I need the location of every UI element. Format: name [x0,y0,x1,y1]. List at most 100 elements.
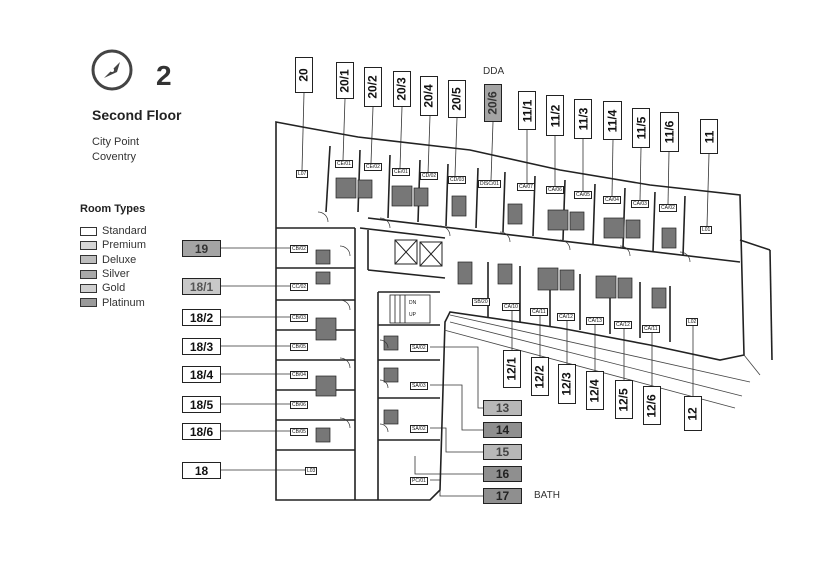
room-tag: 18/2 [182,309,221,326]
legend-item-deluxe: Deluxe [80,253,147,267]
legend-label: Standard [102,225,147,238]
legend-label: Deluxe [102,253,137,266]
unit-label: CB/04 [290,371,308,379]
unit-label: CA/04 [603,196,621,204]
legend-item-premium: Premium [80,238,147,252]
room-tag: 11/2 [546,95,564,136]
room-tag: 20/1 [336,62,354,99]
stairs [389,294,431,324]
bathroom-pods [315,177,677,443]
unit-label: L02 [686,318,699,326]
floor-name: Second Floor [92,107,182,123]
room-tag: 12/3 [558,364,576,404]
unit-label: CC/02 [290,283,309,291]
room-tag: 18/1 [182,278,221,295]
room-tag: 20/2 [364,67,382,107]
address-line2: Coventry [92,151,137,163]
unit-label: CA/06 [546,186,564,194]
room-tag: 20 [295,57,313,93]
unit-label: L07 [296,170,309,178]
legend-swatch [80,255,97,265]
leader-lines [221,92,710,497]
room-tag-dda: 20/6 [484,84,502,122]
room-tag: 16 [483,466,522,482]
unit-label: CA/12 [614,321,632,329]
legend-label: Premium [102,239,147,252]
room-tag: 11/3 [574,99,592,139]
unit-label: CB/05 [290,428,308,436]
facade-lines [443,314,761,409]
compass-icon [91,49,133,91]
room-tag: 18/5 [182,396,221,413]
legend-title: Room Types [80,203,146,215]
lift-shafts [394,239,443,267]
unit-label: CA/11 [530,308,548,316]
room-tag: 11/5 [632,108,650,148]
legend-item-silver: Silver [80,267,147,281]
unit-label: CA/02 [659,204,677,212]
unit-label: CB/05 [290,343,308,351]
room-tag: 12 [684,396,702,431]
unit-label: PC/01 [410,477,428,485]
floor-number: 2 [156,60,172,91]
unit-label: CE/01 [392,168,410,176]
legend-item-platinum: Platinum [80,295,147,309]
room-tag: 17 [483,488,522,504]
room-tag: 18/3 [182,338,221,355]
bath-label: BATH [534,490,560,501]
room-tag: 11 [700,119,718,154]
room-type-legend: Standard Premium Deluxe Silver Gold Plat… [80,224,147,310]
legend-label: Platinum [102,296,145,309]
legend-swatch [80,269,97,279]
room-tag: 20/3 [393,71,411,107]
room-tag: 14 [483,422,522,438]
unit-label: CB/03 [290,314,308,322]
legend-swatch [80,298,97,308]
room-tag: 12/1 [503,350,521,388]
room-tag: 11/4 [603,101,622,140]
room-tag: 18/6 [182,423,221,440]
unit-label: SA/02 [410,344,428,352]
unit-label: CD/03 [448,176,467,184]
room-tag: 11/1 [518,91,536,130]
unit-label: CA/10 [502,303,520,311]
legend-swatch [80,226,97,236]
stair-dn-label: DN [408,300,418,306]
building-walls [275,121,773,501]
room-tag: 20/4 [420,76,438,116]
room-tag: 18 [182,462,221,479]
unit-label: L03 [305,467,318,475]
room-tag: 11/6 [660,112,679,152]
room-tag: 12/4 [586,371,604,410]
room-tag: 12/6 [643,386,661,425]
room-tag: 13 [483,400,522,416]
unit-label: CE/02 [364,163,382,171]
legend-label: Silver [102,268,130,281]
legend-swatch [80,240,97,250]
unit-label: L01 [700,226,713,234]
room-tag: 19 [182,240,221,257]
legend-item-standard: Standard [80,224,147,238]
unit-label: CA/05 [574,191,592,199]
unit-label: SB/20 [472,298,490,306]
legend-label: Gold [102,282,126,295]
room-tag: 15 [483,444,522,460]
address-line1: City Point [92,136,140,148]
unit-label: CA/07 [517,183,535,191]
unit-label: CA/03 [631,200,649,208]
unit-label: CE/01 [335,160,353,168]
door-swings [317,211,691,433]
unit-label: CB/06 [290,401,308,409]
legend-swatch [80,283,97,293]
room-tag: 18/4 [182,366,221,383]
unit-label: CA/13 [586,317,604,325]
legend-item-gold: Gold [80,281,147,295]
address: City Point Coventry [92,135,139,165]
unit-label: CD/02 [420,172,439,180]
dda-label: DDA [483,66,505,77]
unit-label: CA/12 [557,313,575,321]
stair-up-label: UP [408,312,417,318]
room-tag: 20/5 [448,80,466,118]
unit-label: SA/03 [410,382,428,390]
